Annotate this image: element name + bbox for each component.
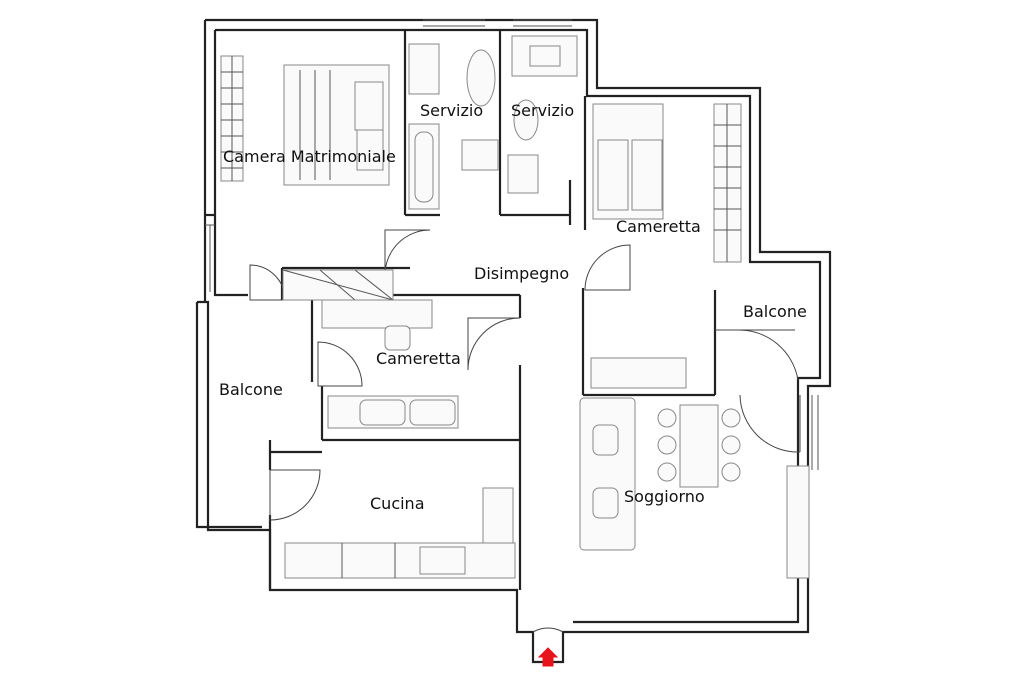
room-label-disimpegno: Disimpegno <box>474 264 570 283</box>
furniture-cameretta-1 <box>590 103 742 389</box>
entrance-arrow-icon <box>537 647 559 667</box>
furniture-cameretta-2 <box>282 269 459 429</box>
windows <box>205 19 819 470</box>
furniture-cucina <box>284 487 516 579</box>
door-cameretta-2 <box>467 317 521 371</box>
room-label-cameretta-2: Cameretta <box>376 349 461 368</box>
room-label-camera-matrimoniale: Camera Matrimoniale <box>223 147 396 166</box>
room-label-servizio-1: Servizio <box>420 101 484 120</box>
room-label-servizio-2: Servizio <box>511 101 575 120</box>
room-label-cucina: Cucina <box>370 494 425 513</box>
door-swings <box>249 229 801 633</box>
interior-walls <box>205 30 717 590</box>
room-label-cameretta-1: Cameretta <box>616 217 701 236</box>
door-cucina <box>269 469 321 521</box>
room-label-balcone-2: Balcone <box>219 380 283 399</box>
furniture-soggiorno <box>579 397 810 579</box>
door-balcone-ovest <box>317 341 363 387</box>
door-entrance <box>532 627 564 633</box>
door-balcone-1 <box>249 264 286 301</box>
furniture-servizi <box>408 35 578 210</box>
room-label-soggiorno: Soggiorno <box>624 487 705 506</box>
furniture-camera-matrimoniale <box>220 55 390 186</box>
door-disimpegno-east <box>584 244 631 291</box>
room-label-balcone-1: Balcone <box>743 302 807 321</box>
door-soggiorno-balcone <box>739 394 801 453</box>
door-balcone-2 <box>737 329 799 381</box>
